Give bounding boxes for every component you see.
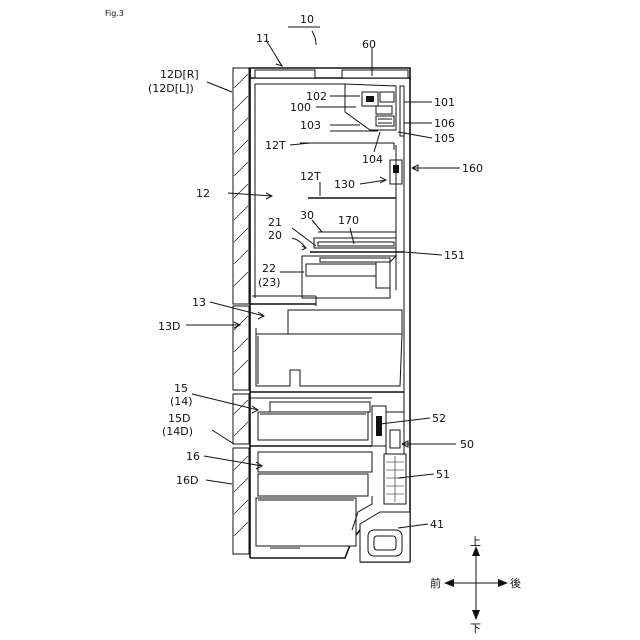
- direction-compass: 上 下 前 後: [430, 535, 521, 635]
- label-101: 101: [434, 96, 455, 109]
- label-160: 160: [462, 162, 483, 175]
- label-60: 60: [362, 38, 376, 51]
- label-41: 41: [430, 518, 444, 531]
- label-23: (23): [258, 276, 281, 289]
- label-103: 103: [300, 119, 321, 132]
- label-52: 52: [432, 412, 446, 425]
- label-13: 13: [192, 296, 206, 309]
- label-12D-R: 12D[R]: [160, 68, 199, 81]
- label-15D: 15D: [168, 412, 190, 425]
- label-12: 12: [196, 187, 210, 200]
- label-22: 22: [262, 262, 276, 275]
- drawer-22: [302, 256, 396, 298]
- compartment-16: [256, 452, 372, 548]
- label-20: 20: [268, 229, 282, 242]
- direction-down: 下: [470, 622, 481, 635]
- label-15: 15: [174, 382, 188, 395]
- label-51: 51: [436, 468, 450, 481]
- label-13D: 13D: [158, 320, 180, 333]
- label-104: 104: [362, 153, 383, 166]
- label-12T-lower: 12T: [300, 170, 321, 183]
- door-12D: [233, 68, 249, 304]
- label-106: 106: [434, 117, 455, 130]
- door-16D: [233, 448, 249, 554]
- door-15D: [233, 394, 249, 444]
- direction-up: 上: [470, 535, 481, 548]
- label-30: 30: [300, 209, 314, 222]
- label-14: (14): [170, 395, 193, 408]
- label-151: 151: [444, 249, 465, 262]
- label-50: 50: [460, 438, 474, 451]
- label-12D-L: (12D[L]): [148, 82, 194, 95]
- upper-cooling-module: [345, 84, 404, 136]
- ref-number-10: 10: [300, 13, 314, 26]
- label-21: 21: [268, 216, 282, 229]
- label-16D: 16D: [176, 474, 198, 487]
- label-11: 11: [256, 32, 270, 45]
- label-130: 130: [334, 178, 355, 191]
- direction-back: 後: [510, 576, 521, 590]
- compartment-13: [256, 310, 402, 386]
- compartment-15: [258, 402, 370, 440]
- label-14D: (14D): [162, 425, 193, 438]
- label-170: 170: [338, 214, 359, 227]
- label-12T-upper: 12T: [265, 139, 286, 152]
- chilled-room-20: [310, 238, 404, 252]
- label-100: 100: [290, 101, 311, 114]
- label-16: 16: [186, 450, 200, 463]
- door-13D: [233, 306, 249, 390]
- direction-front: 前: [430, 576, 441, 590]
- compressor-41: [360, 512, 410, 562]
- figure-label: Fig.3: [105, 9, 124, 18]
- label-105: 105: [434, 132, 455, 145]
